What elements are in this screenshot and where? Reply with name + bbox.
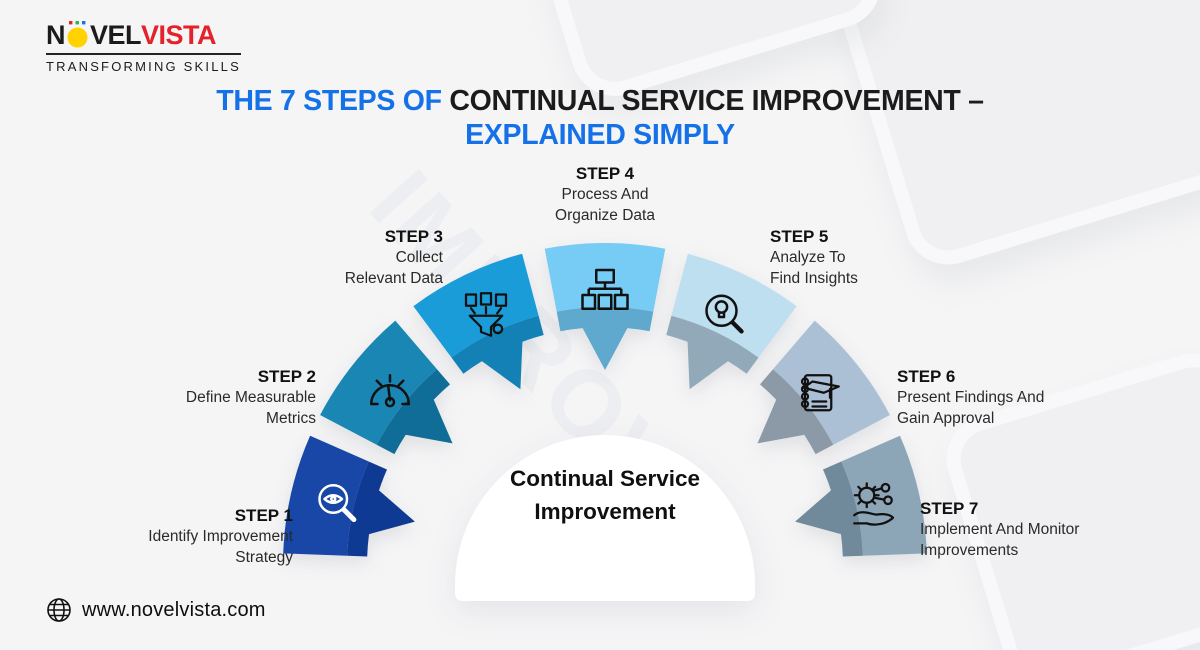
step-2-label: STEP 2 Define Measurable Metrics [185, 367, 316, 427]
step-1-label: STEP 1 Identify Improvement Strategy [148, 506, 293, 566]
step-5-label: STEP 5 Analyze To Find Insights [770, 227, 858, 287]
logo-part-vista: VISTA [141, 20, 217, 50]
step-6-wedge [757, 320, 890, 455]
step-6-label: STEP 6 Present Findings And Gain Approva… [897, 367, 1045, 427]
step-7-wedge [795, 435, 927, 557]
website-link[interactable]: www.novelvista.com [82, 598, 266, 621]
step-4-wedge [544, 243, 666, 370]
magnifier-eye-icon [318, 484, 357, 523]
title-rest: CONTINUAL SERVICE IMPROVEMENT – [441, 85, 984, 117]
step-3-label: STEP 3 Collect Relevant Data [344, 227, 443, 287]
report-graduation-icon [800, 374, 840, 412]
step-4-label: STEP 4 Process And Organize Data [555, 164, 655, 224]
gauge-icon [370, 374, 410, 408]
page-title: THE 7 STEPS OF CONTINUAL SERVICE IMPROVE… [0, 84, 1200, 152]
title-accent-1: THE 7 STEPS OF [216, 85, 442, 117]
center-line-1: Continual Service [509, 466, 701, 491]
step-5-wedge [666, 253, 797, 390]
lightbulb-icon [67, 21, 88, 48]
title-accent-2: EXPLAINED SIMPLY [465, 119, 735, 151]
logo-part-vel: VEL [90, 20, 142, 50]
logo-part-novel: N [46, 20, 66, 50]
center-dome [455, 435, 755, 601]
hand-gears-icon [853, 482, 895, 526]
step-1-wedge [283, 435, 415, 557]
hierarchy-icon [581, 268, 629, 310]
logo-tagline: TRANSFORMING SKILLS [46, 53, 241, 74]
step-7-label: STEP 7 Implement And Monitor Improvement… [920, 499, 1080, 559]
magnifier-bulb-icon [705, 294, 744, 334]
footer: www.novelvista.com [46, 597, 266, 623]
globe-icon [47, 598, 71, 622]
funnel-data-icon [464, 292, 508, 337]
center-line-2: Improvement [534, 499, 676, 524]
center-title: Continual Service Improvement [455, 462, 755, 528]
step-2-wedge [320, 320, 453, 455]
